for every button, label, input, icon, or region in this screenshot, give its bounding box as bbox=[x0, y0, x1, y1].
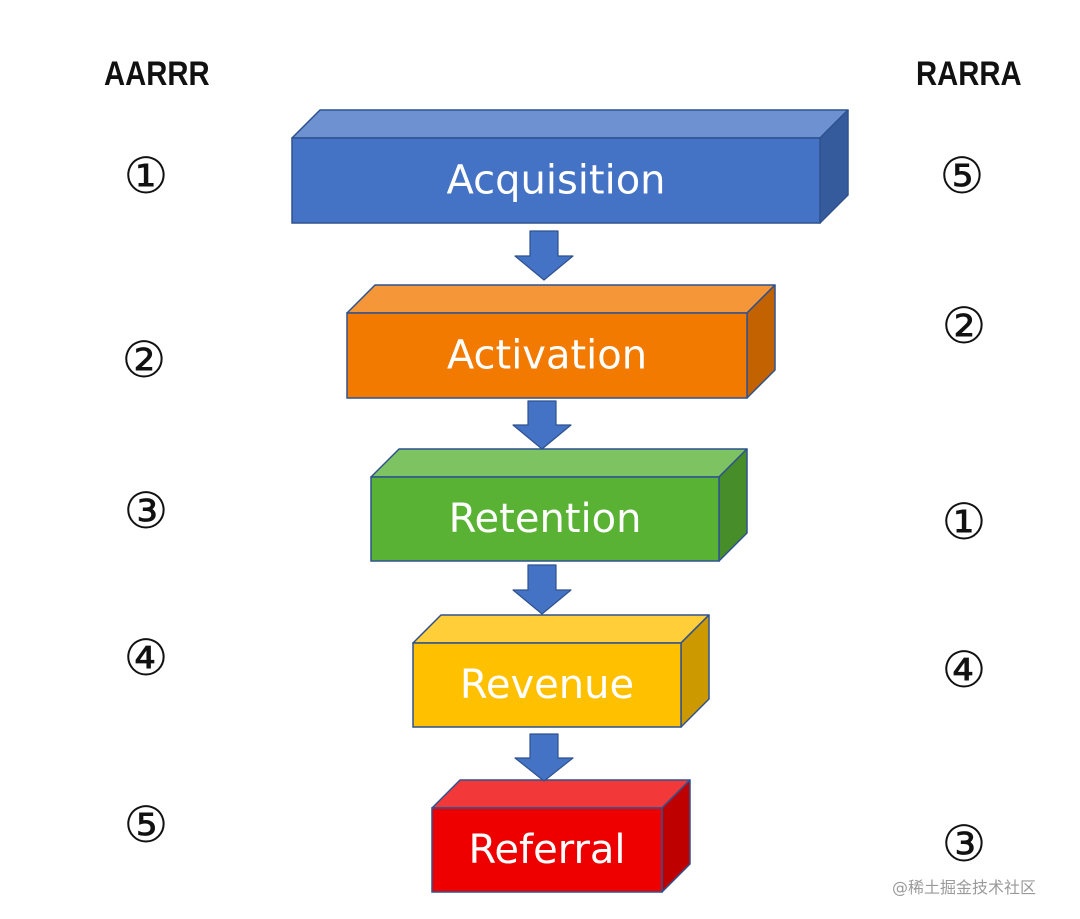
rarra-step-acquisition: ⑤ bbox=[939, 147, 985, 205]
stage-box-top-face bbox=[412, 614, 710, 644]
stage-box-top-face bbox=[291, 109, 849, 139]
stage-box-top-face bbox=[346, 284, 776, 314]
stage-box-retention: Retention bbox=[370, 448, 748, 562]
stage-box-top-face bbox=[370, 448, 748, 478]
aarrr-step-4: ④ bbox=[123, 629, 169, 687]
stage-box-front-face bbox=[431, 807, 663, 893]
rarra-header: RARRA bbox=[916, 55, 1022, 93]
aarrr-step-5: ⑤ bbox=[123, 796, 169, 854]
aarrr-header: AARRR bbox=[104, 55, 210, 93]
stage-box-front-face bbox=[291, 137, 821, 224]
down-arrow-icon bbox=[514, 733, 574, 782]
stage-box-activation: Activation bbox=[346, 284, 776, 399]
rarra-step-activation: ② bbox=[941, 297, 987, 355]
stage-box-referral: Referral bbox=[431, 779, 691, 893]
rarra-step-referral: ③ bbox=[941, 815, 987, 873]
stage-box-acquisition: Acquisition bbox=[291, 109, 849, 224]
rarra-step-revenue: ④ bbox=[941, 641, 987, 699]
stage-box-front-face bbox=[346, 312, 748, 399]
down-arrow-icon bbox=[512, 564, 572, 615]
stage-box-top-face bbox=[431, 779, 691, 809]
stage-label-referral: Referral bbox=[468, 827, 625, 873]
aarrr-step-1: ① bbox=[123, 147, 169, 205]
stage-box-revenue: Revenue bbox=[412, 614, 710, 728]
stage-label-revenue: Revenue bbox=[460, 662, 634, 708]
stage-label-acquisition: Acquisition bbox=[446, 158, 665, 204]
down-arrow-icon bbox=[512, 400, 572, 450]
watermark: @稀土掘金技术社区 bbox=[892, 878, 1037, 897]
down-arrow-icon bbox=[514, 230, 574, 281]
stage-box-front-face bbox=[412, 642, 682, 728]
stage-box-front-face bbox=[370, 476, 720, 562]
stage-label-activation: Activation bbox=[447, 333, 647, 379]
aarrr-step-3: ③ bbox=[123, 482, 169, 540]
rarra-step-retention: ① bbox=[941, 493, 987, 551]
stage-label-retention: Retention bbox=[449, 496, 642, 542]
aarrr-step-2: ② bbox=[121, 331, 167, 389]
